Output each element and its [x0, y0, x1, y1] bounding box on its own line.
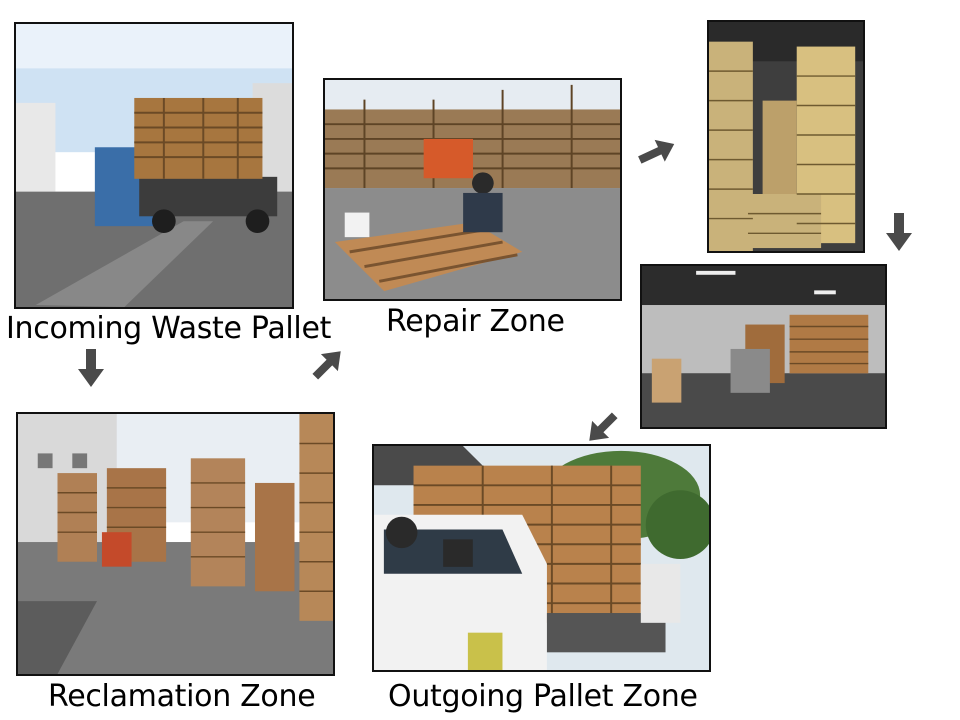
repair-zone-photo: [323, 78, 622, 301]
arrow-icon: [310, 346, 346, 382]
arrow-icon: [584, 410, 620, 446]
arrow-icon: [638, 136, 676, 168]
warehouse-pallet-photo: [640, 264, 887, 429]
pallet-stack-storage-photo: [707, 20, 865, 253]
incoming-waste-pallet-caption: Incoming Waste Pallet: [6, 311, 332, 346]
reclamation-zone-photo: [16, 412, 335, 676]
incoming-waste-pallet-photo: [14, 22, 294, 309]
outgoing-pallet-zone-caption: Outgoing Pallet Zone: [388, 679, 698, 714]
arrow-icon: [886, 213, 912, 251]
reclamation-zone-caption: Reclamation Zone: [48, 679, 316, 714]
arrow-icon: [78, 349, 104, 387]
repair-zone-caption: Repair Zone: [386, 304, 565, 339]
outgoing-pallet-zone-photo: [372, 444, 711, 672]
